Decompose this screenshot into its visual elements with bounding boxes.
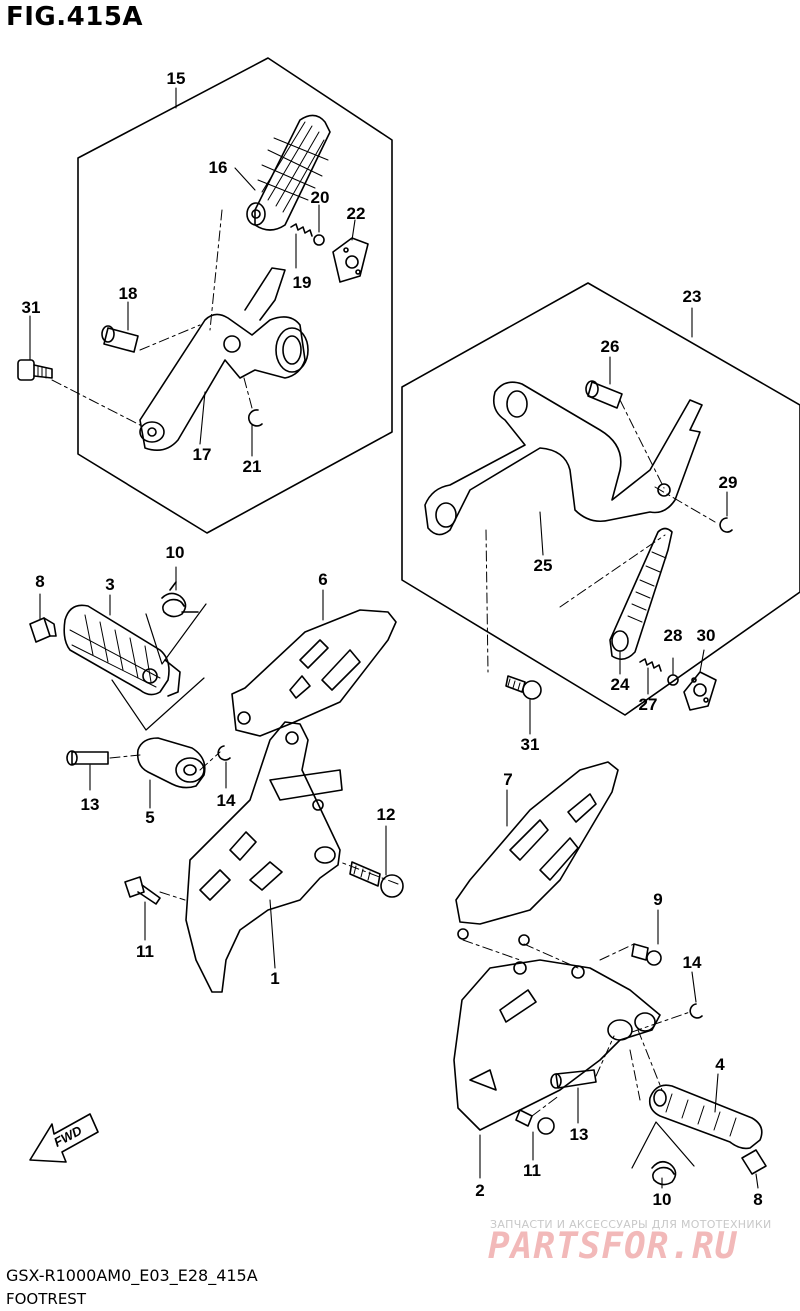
part-13-pin-right [550, 1069, 597, 1089]
assembly-guide-triangle-right [631, 1121, 695, 1169]
callout-12: 12 [377, 805, 396, 824]
part-25-bracket [424, 381, 703, 536]
callout-10b: 10 [653, 1190, 672, 1209]
part-30-plate [683, 671, 717, 711]
assembly-15-frame [77, 57, 393, 534]
figure-title: FIG.415A [6, 2, 144, 32]
part-29-clip [719, 517, 733, 533]
callout-18: 18 [119, 284, 138, 303]
callout-1: 1 [270, 969, 279, 988]
part-20-ball [313, 234, 325, 246]
callout-20: 20 [311, 188, 330, 207]
callout-28: 28 [664, 626, 683, 645]
callout-26: 26 [601, 337, 620, 356]
part-8-cap-left [29, 617, 57, 643]
assembly-guide-triangles-left [111, 603, 207, 731]
callout-30: 30 [697, 626, 716, 645]
part-22-plate [332, 237, 369, 283]
callout-8b: 8 [753, 1190, 762, 1209]
part-5-pivot [136, 737, 206, 789]
part-17-bracket [139, 267, 309, 451]
callout-11b: 11 [523, 1161, 541, 1180]
callout-15: 15 [167, 69, 186, 88]
part-8-cap-right [741, 1149, 767, 1175]
assembly-23-frame [401, 282, 800, 716]
leader-lines [29, 87, 759, 1189]
callout-4: 4 [715, 1055, 725, 1074]
part-10-spring-right [651, 1160, 677, 1186]
part-4-footpeg [648, 1084, 763, 1150]
part-2-bracket [453, 959, 661, 1131]
part-14-clip-right [689, 1003, 703, 1019]
callout-31a: 31 [22, 298, 41, 317]
part-11-bolt-left [124, 876, 161, 905]
callout-27: 27 [639, 695, 658, 714]
callout-14b: 14 [683, 953, 702, 972]
watermark-brand: PARTSFOR.RU [488, 1226, 738, 1267]
callout-11a: 11 [136, 942, 154, 961]
callout-29: 29 [719, 473, 738, 492]
callout-17: 17 [193, 445, 212, 464]
part-27-spring [639, 658, 662, 672]
callout-10a: 10 [166, 543, 185, 562]
part-7-heel-guard [455, 761, 619, 946]
part-10-spring-left [161, 581, 199, 618]
callout-6: 6 [318, 570, 327, 589]
callout-19: 19 [293, 273, 312, 292]
callout-24: 24 [611, 675, 630, 694]
part-11-bolt-right [515, 1109, 555, 1135]
part-1-bracket [185, 721, 343, 993]
callout-3: 3 [105, 575, 114, 594]
callout-23: 23 [683, 287, 702, 306]
callout-16: 16 [209, 158, 228, 177]
part-26-pin [585, 380, 623, 409]
callout-labels: 15 16 20 22 19 18 31 17 21 23 26 29 25 2… [22, 69, 763, 1209]
callout-14a: 14 [217, 791, 236, 810]
watermark-tagline: ЗАПЧАСТИ И АКСЕССУАРЫ ДЛЯ МОТОТЕХНИКИ [490, 1218, 772, 1231]
callout-2: 2 [475, 1181, 484, 1200]
callout-8a: 8 [35, 572, 44, 591]
fwd-arrow-icon: FWD [29, 1113, 99, 1163]
part-28-ball [667, 674, 679, 686]
callout-13a: 13 [81, 795, 100, 814]
part-3-footpeg [63, 604, 181, 697]
part-18-pin [101, 325, 139, 353]
part-9-bolt [631, 943, 662, 966]
assembly-dashed-lines [51, 209, 716, 1117]
callout-7: 7 [503, 770, 512, 789]
part-16-footpeg [246, 114, 331, 231]
part-31-bolt-lower [505, 675, 542, 700]
figure-name: FOOTREST [6, 1290, 86, 1308]
part-13-pin-left [66, 750, 109, 766]
part-31-bolt-upper [17, 359, 53, 381]
part-21-clip [248, 409, 263, 427]
callout-9: 9 [653, 890, 662, 909]
part-19-spring [290, 223, 313, 237]
callout-5: 5 [145, 808, 154, 827]
figure-code: GSX-R1000AM0_E03_E28_415A [6, 1266, 258, 1285]
callout-13b: 13 [570, 1125, 589, 1144]
callout-31b: 31 [521, 735, 540, 754]
callout-22: 22 [347, 204, 366, 223]
callout-21: 21 [243, 457, 262, 476]
callout-25: 25 [534, 556, 553, 575]
part-6-heel-guard [231, 609, 397, 737]
part-14-clip-left [217, 745, 231, 761]
part-12-bolt [349, 861, 404, 898]
